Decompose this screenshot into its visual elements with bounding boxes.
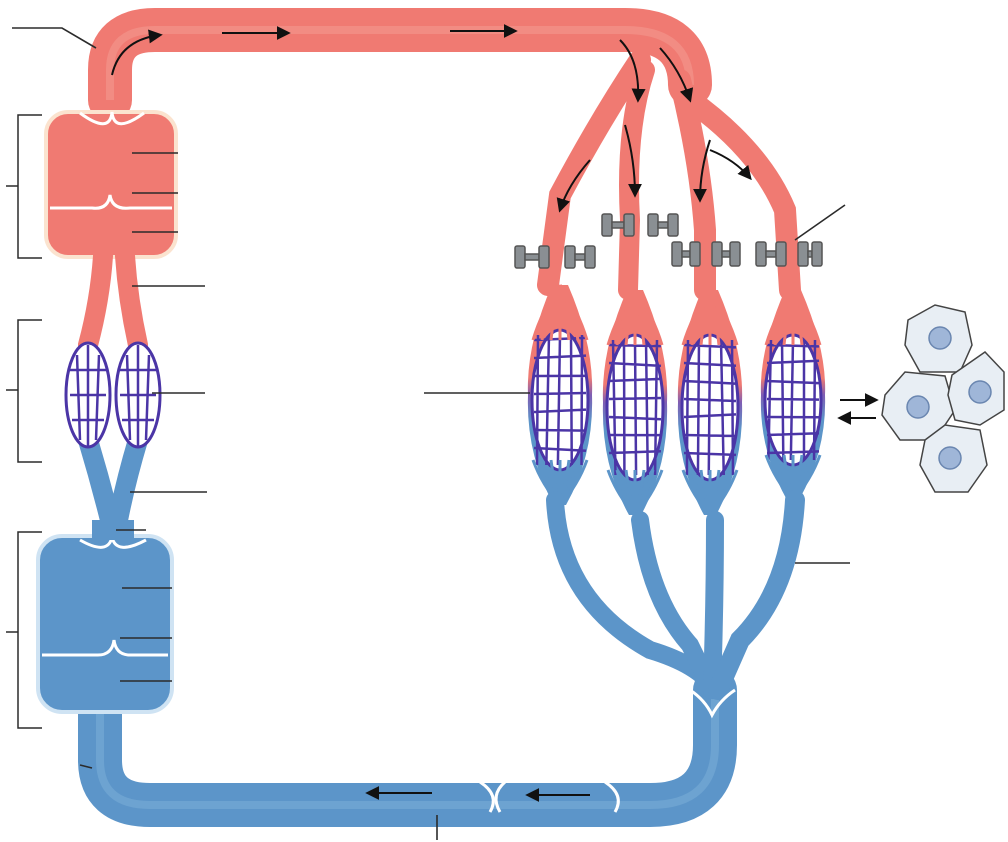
venous-chamber [38, 536, 172, 712]
cell-icon [905, 305, 972, 372]
sphincter-icon [648, 214, 678, 236]
bracket [6, 320, 42, 462]
capillary-bed [603, 290, 667, 515]
arterial-chamber [46, 112, 176, 257]
left-capillary-bed [66, 256, 160, 540]
capillary-bed [528, 285, 592, 505]
sphincter-icon [756, 242, 786, 266]
aorta-loop [110, 30, 690, 100]
exchange-arrows [840, 400, 876, 418]
leader-line [12, 28, 96, 48]
systemic-capillary-beds [528, 285, 825, 515]
leader-line [795, 205, 845, 240]
sphincter-icon [602, 214, 634, 236]
bracket [6, 115, 42, 258]
sphincter-icon [712, 242, 740, 266]
sphincter-icon [565, 246, 595, 268]
capillary-bed [761, 290, 825, 500]
sphincter-icon [672, 242, 700, 266]
capillary-bed [678, 290, 742, 515]
sphincter-icon [515, 246, 549, 268]
sphincter-icon [798, 242, 822, 266]
systemic-veins [555, 500, 795, 690]
tissue-cells [882, 305, 1004, 492]
vena-cava-loop [100, 690, 715, 805]
